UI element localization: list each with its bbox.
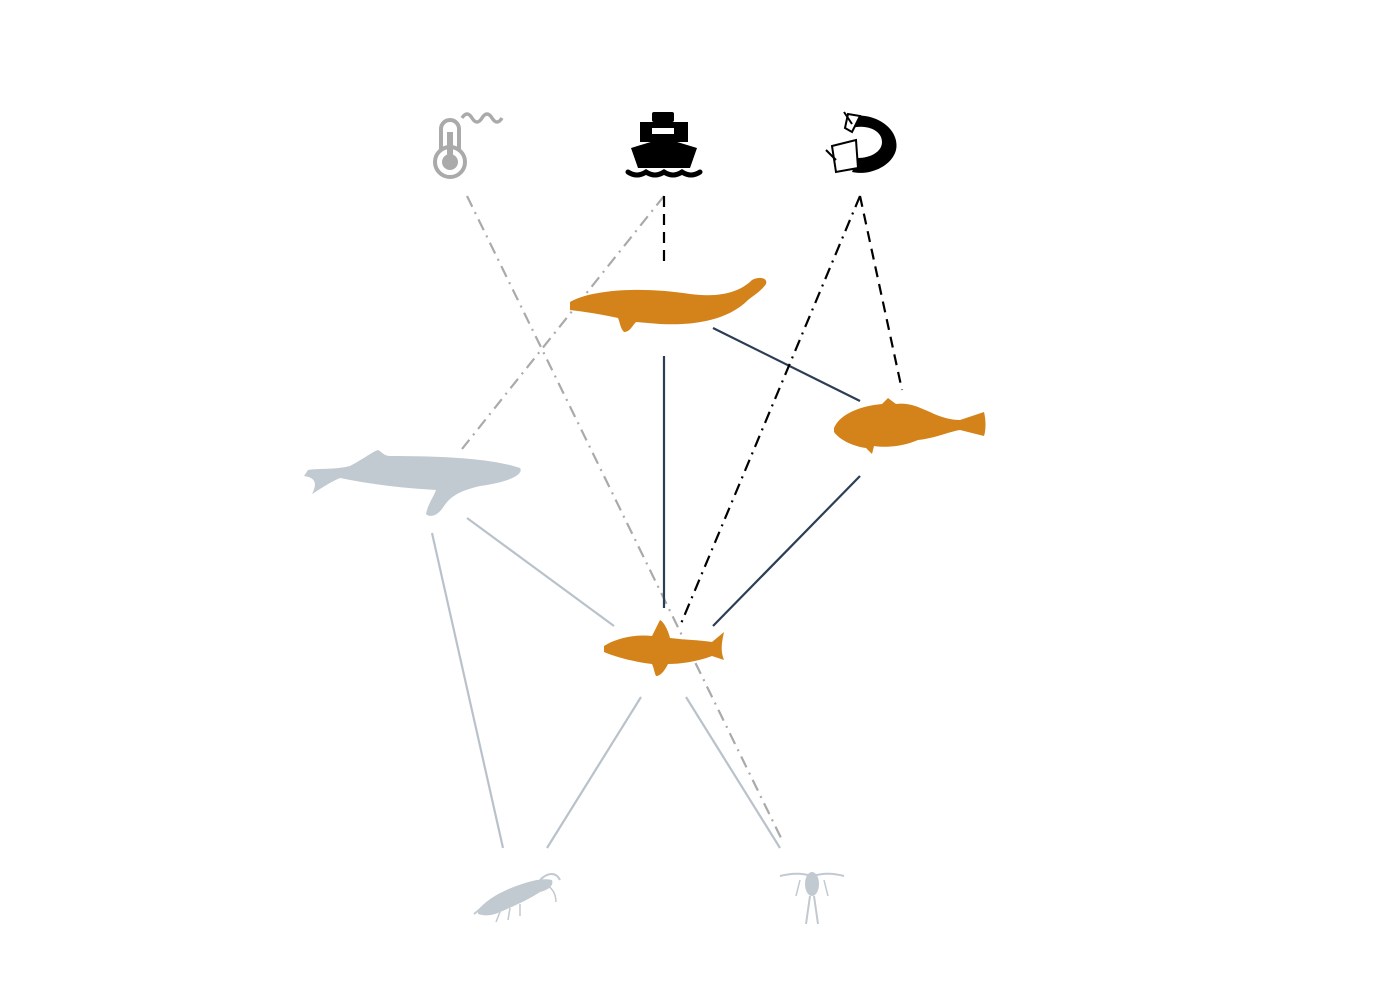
cod-icon[interactable] [834,398,986,454]
links-layer [430,195,904,849]
link-temperature-copepod [466,195,784,843]
link-cod-capelin [712,475,861,627]
link-beluga-cod [712,327,861,402]
link-capelin-krill [546,696,642,849]
humpback-whale-icon[interactable] [304,450,521,516]
krill-icon[interactable] [473,873,561,923]
copepod-icon[interactable] [779,872,845,925]
fishing-net-icon[interactable] [825,111,897,174]
link-fishing-capelin [678,195,862,627]
thermometer-icon[interactable] [433,112,504,179]
link-fishing-cod [858,195,904,391]
beluga-whale-icon[interactable] [570,277,767,332]
capelin-icon[interactable] [604,620,724,676]
ship-icon[interactable] [625,112,703,178]
link-humpback-capelin [466,517,615,627]
link-shipping-humpback [461,195,665,450]
link-humpback-krill [430,532,505,849]
link-capelin-copepod [685,696,781,849]
